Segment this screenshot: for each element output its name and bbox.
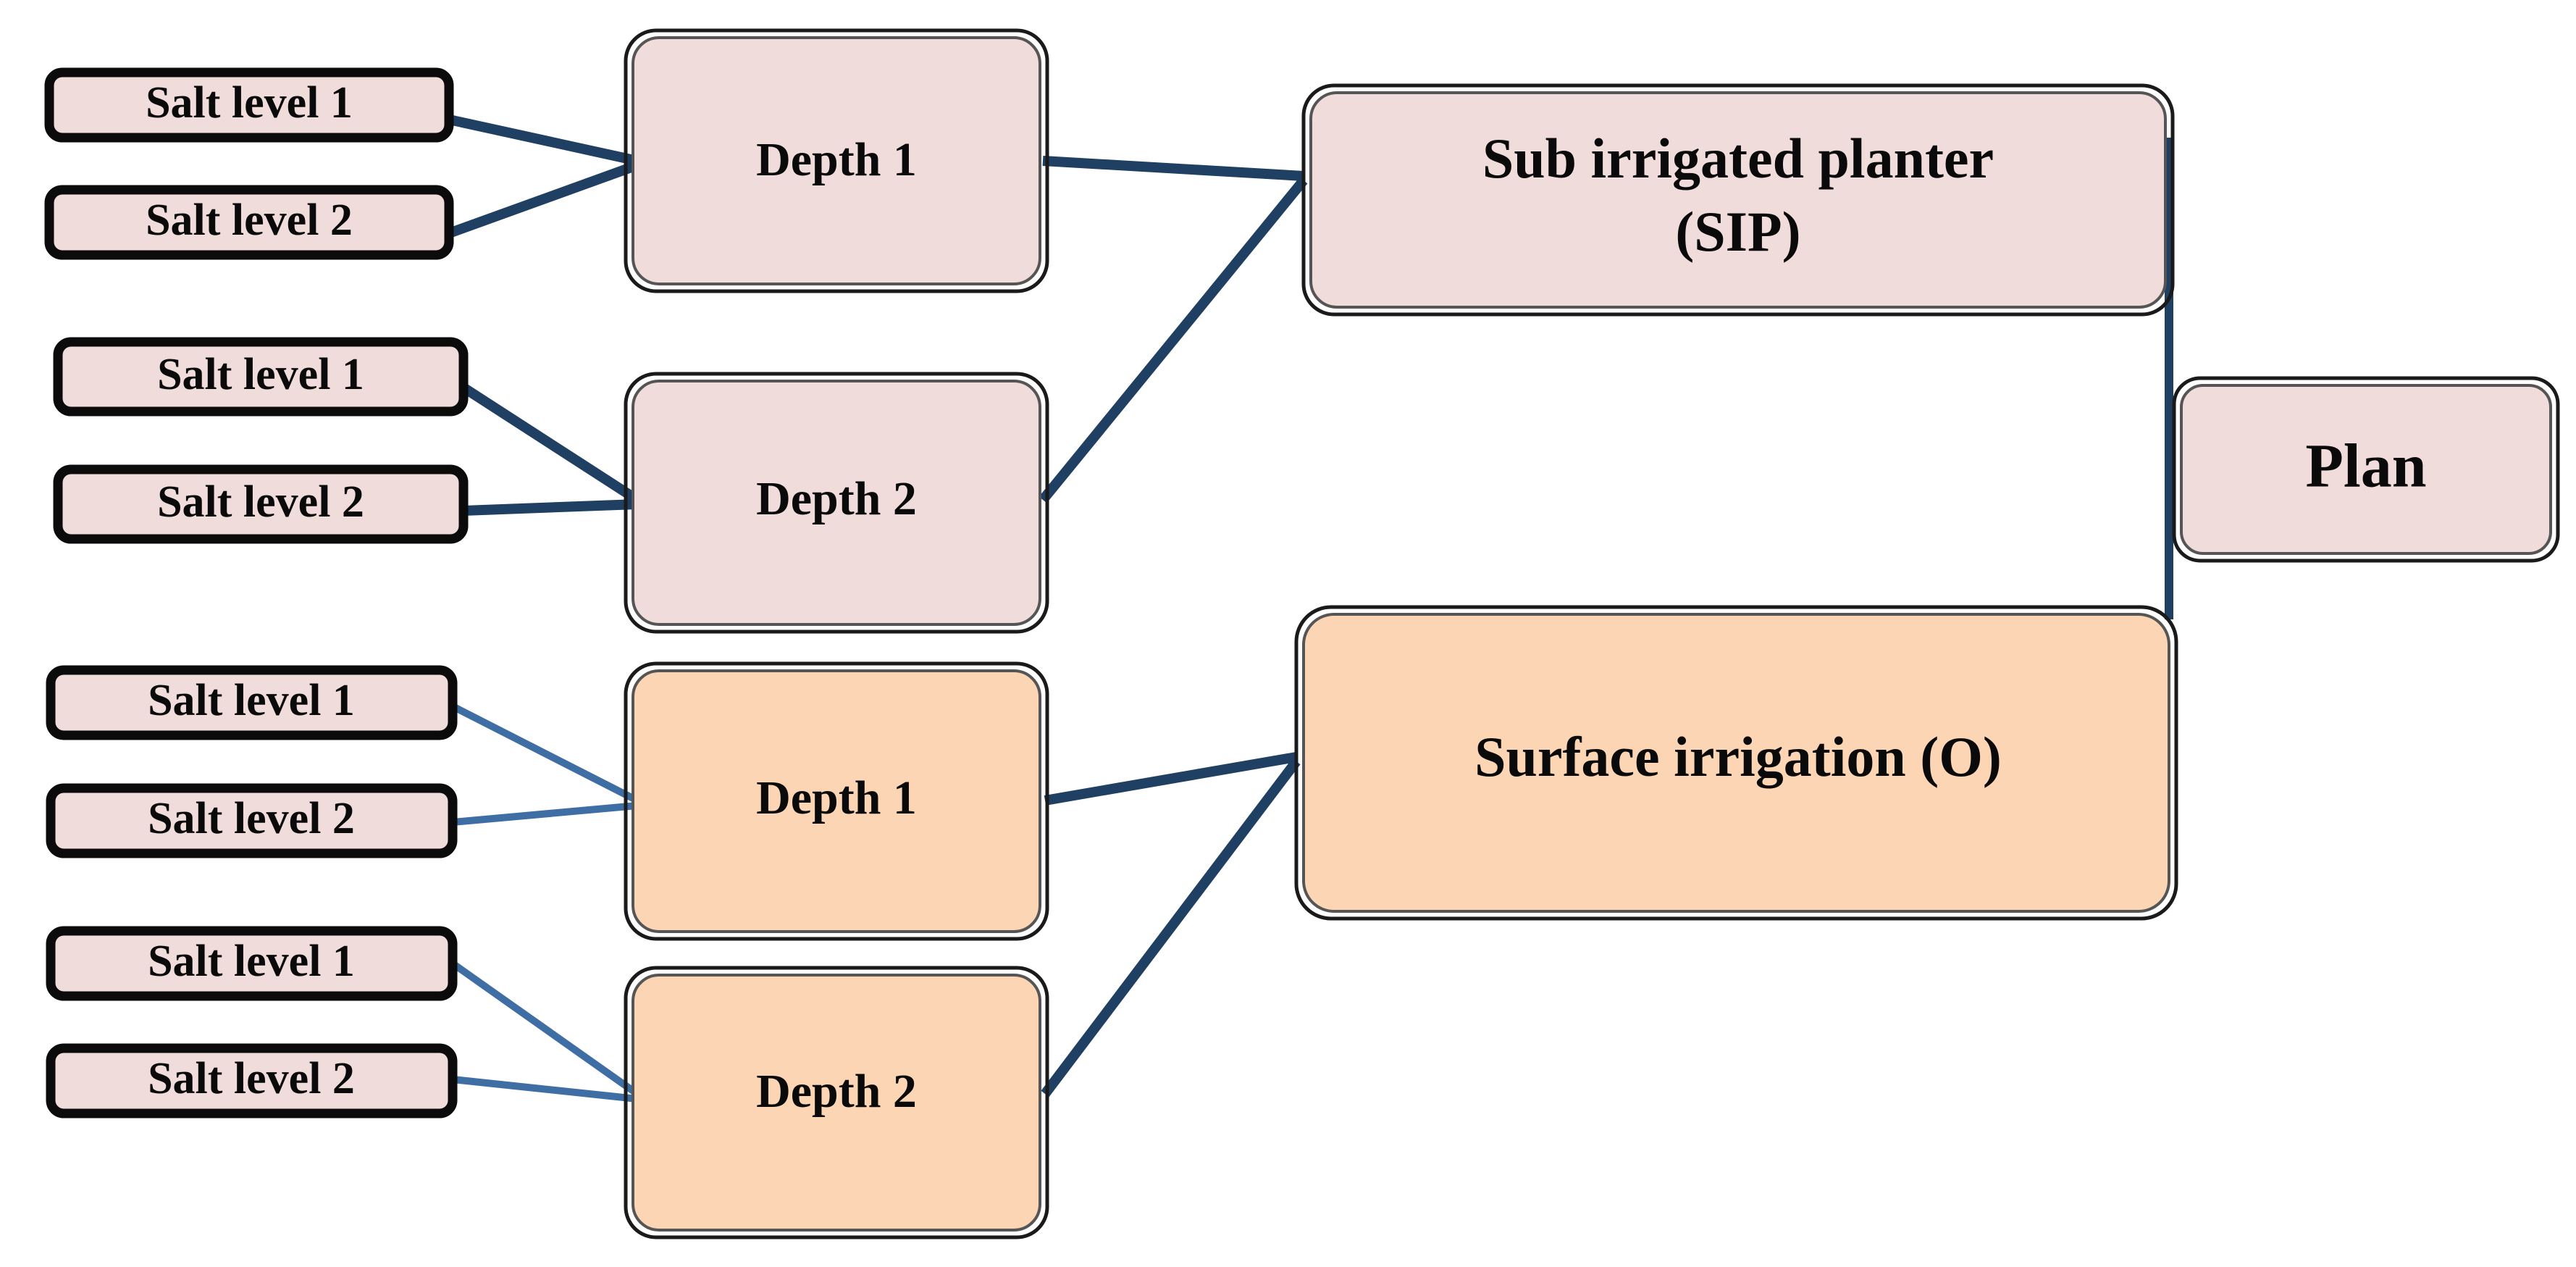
connector-salt-4-2-to-depth-2-surface (452, 1076, 638, 1103)
depth-node-2-surface-outline (624, 966, 1049, 1239)
depth-node-1-sip-label: Depth 1 (756, 133, 917, 186)
depth-node-2-sip-label: Depth 2 (756, 472, 917, 525)
depth-node-2-sip-box[interactable] (632, 380, 1041, 626)
depth-node-2-sip[interactable]: Depth 2 (624, 372, 1049, 634)
salt-node-1-1[interactable]: Salt level 1 (44, 67, 454, 143)
depth-node-2-surface-box[interactable] (632, 974, 1041, 1232)
connector-salt-2-2-to-depth-2-sip (463, 499, 638, 516)
salt-node-1-2-box[interactable] (44, 185, 454, 260)
root-node-plan[interactable]: Plan (2172, 376, 2560, 563)
depth-node-1-surface-box[interactable] (632, 669, 1041, 933)
root-node-plan-label: Plan (2305, 431, 2426, 501)
connector-layer (447, 114, 2173, 1103)
salt-node-4-1-label: Salt level 1 (148, 937, 355, 986)
salt-node-4-2-box[interactable] (46, 1043, 458, 1118)
method-node-sip-label-line2: (SIP) (1675, 200, 1800, 263)
salt-node-2-1[interactable]: Salt level 1 (53, 337, 469, 417)
depth-node-1-sip[interactable]: Depth 1 (624, 28, 1049, 293)
salt-node-1-2[interactable]: Salt level 2 (44, 185, 454, 260)
depth-node-2-sip-outline (624, 372, 1049, 634)
method-node-surface-label-line1: Surface irrigation (O) (1474, 725, 2002, 788)
salt-node-4-1[interactable]: Salt level 1 (46, 926, 458, 1001)
salt-node-1-1-box[interactable] (44, 67, 454, 143)
salt-node-2-1-label: Salt level 1 (157, 350, 364, 399)
salt-node-2-2[interactable]: Salt level 2 (53, 464, 469, 544)
connector-salt-1-2-to-depth-1-sip (447, 160, 639, 238)
connector-salt-1-1-to-depth-1-sip (448, 114, 639, 166)
salt-node-4-2-label: Salt level 2 (148, 1054, 355, 1103)
salt-node-4-2[interactable]: Salt level 2 (46, 1043, 458, 1118)
root-node-plan-outline (2172, 376, 2560, 563)
method-node-sip[interactable]: Sub irrigated planter (SIP) (1301, 83, 2175, 317)
connector-salt-3-2-to-depth-1-surface (452, 802, 638, 826)
method-node-surface[interactable]: Surface irrigation (O) (1294, 605, 2178, 921)
method-node-sip-outline (1301, 83, 2175, 317)
method-node-surface-box[interactable] (1302, 613, 2170, 913)
connector-depth-1-sip-to-sip (1042, 156, 1304, 181)
connector-salt-3-1-to-depth-1-surface (450, 703, 639, 804)
connector-salt-4-1-to-depth-2-surface (450, 960, 639, 1097)
salt-node-3-2-label: Salt level 2 (148, 794, 355, 843)
salt-node-1-1-label: Salt level 1 (146, 78, 353, 127)
salt-node-1-2-label: Salt level 2 (146, 196, 353, 245)
salt-node-4-1-box[interactable] (46, 926, 458, 1001)
salt-node-2-2-box[interactable] (53, 464, 469, 544)
method-node-sip-label-line1: Sub irrigated planter (1482, 127, 1994, 190)
salt-node-3-1[interactable]: Salt level 1 (46, 665, 458, 740)
method-node-sip-box[interactable] (1309, 91, 2167, 309)
salt-node-3-2-box[interactable] (46, 783, 458, 858)
depth-node-1-sip-outline (624, 28, 1049, 293)
depth-node-1-surface[interactable]: Depth 1 (624, 661, 1049, 941)
salt-node-3-1-box[interactable] (46, 665, 458, 740)
depth-node-1-surface-label: Depth 1 (756, 772, 917, 824)
connector-depth-2-sip-to-sip (1039, 177, 1308, 503)
salt-node-3-2[interactable]: Salt level 2 (46, 783, 458, 858)
salt-node-2-1-box[interactable] (53, 337, 469, 417)
depth-node-1-sip-box[interactable] (632, 36, 1041, 285)
salt-node-2-2-label: Salt level 2 (157, 477, 364, 527)
depth-node-2-surface[interactable]: Depth 2 (624, 966, 1049, 1239)
salt-node-3-1-label: Salt level 1 (148, 676, 355, 725)
method-node-surface-outline (1294, 605, 2178, 921)
depth-node-2-surface-label: Depth 2 (756, 1065, 917, 1118)
depth-node-1-surface-outline (624, 661, 1049, 941)
connector-depth-1-surface-to-surface (1044, 752, 1298, 806)
connector-salt-2-1-to-depth-2-sip (461, 383, 640, 504)
connector-depth-2-surface-to-surface (1041, 758, 1301, 1097)
root-node-plan-box[interactable] (2180, 384, 2552, 555)
